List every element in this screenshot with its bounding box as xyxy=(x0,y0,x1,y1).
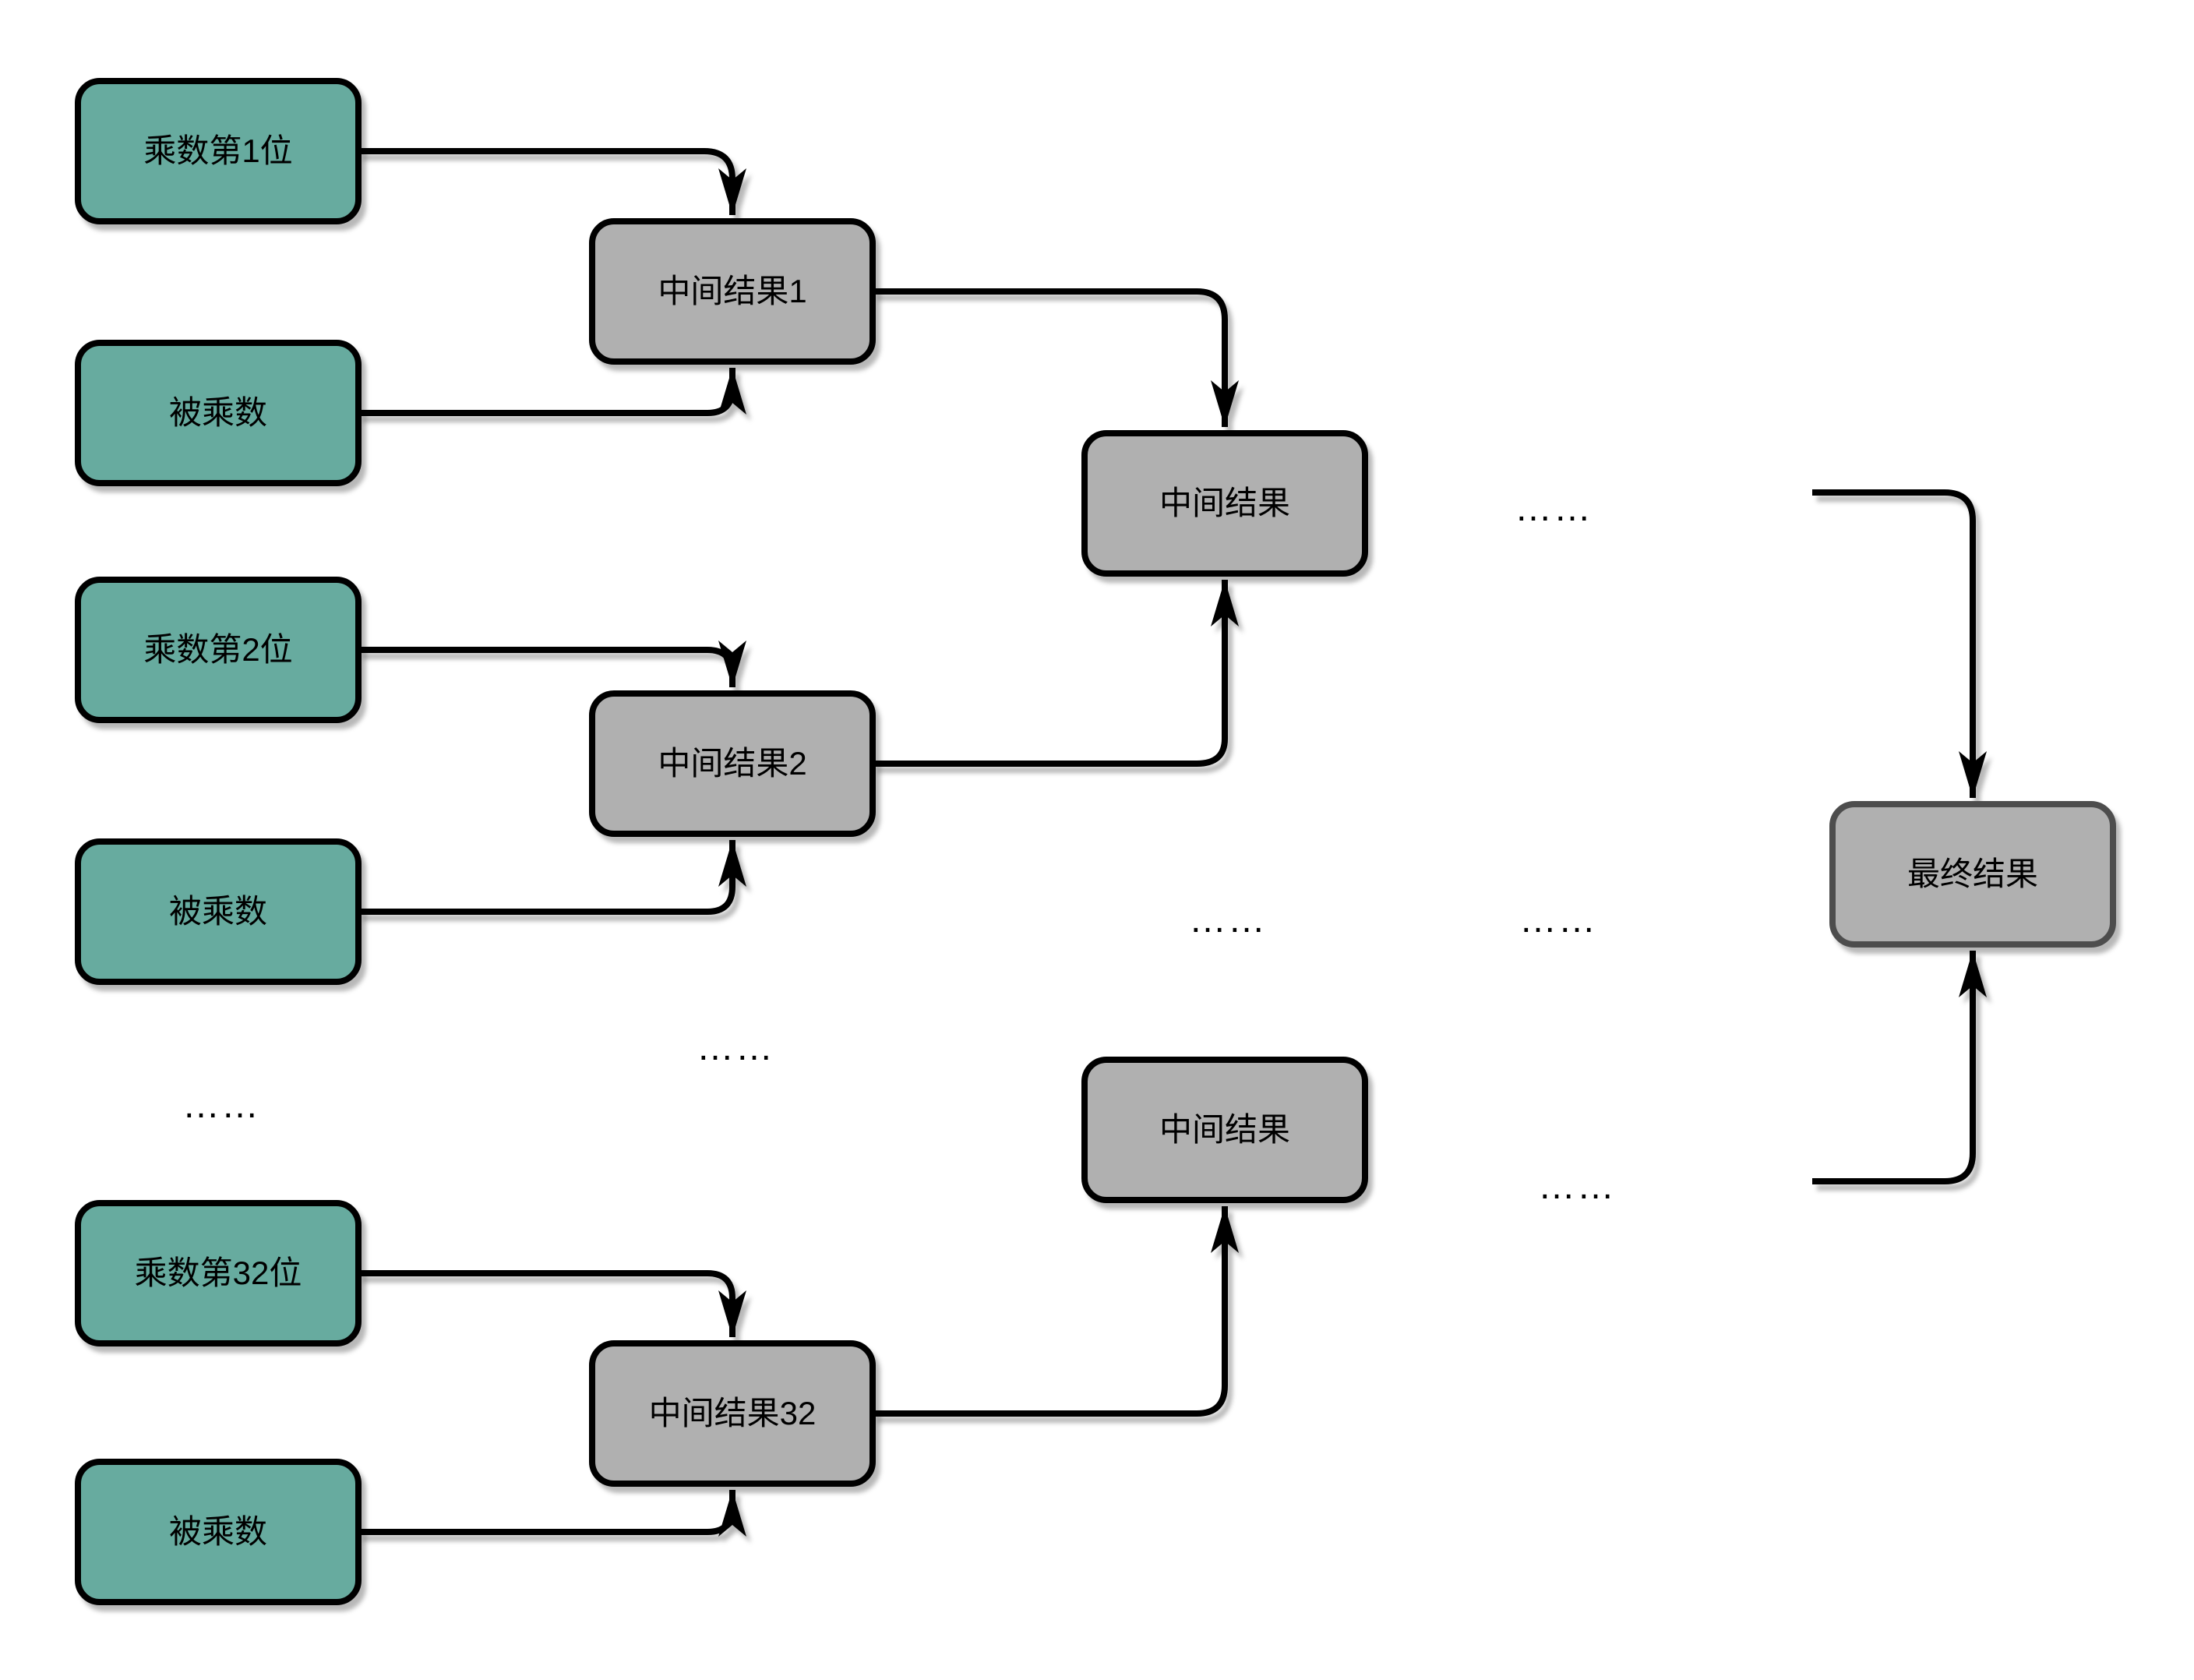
node-intermediate32: 中间结果32 xyxy=(589,1340,876,1487)
node-intermediate2: 中间结果2 xyxy=(589,690,876,837)
edge-omitted-to-final-top xyxy=(1812,489,1987,798)
node-multiplicand-1-label: 被乘数 xyxy=(169,394,267,431)
node-multiplicand-2-label: 被乘数 xyxy=(169,893,267,930)
ellipsis-bottom-right: …… xyxy=(1538,1166,1616,1207)
edge-multiplier-bit1-to-intermediate1 xyxy=(358,148,746,215)
edge-intermediate1-to-intermediate-upper xyxy=(873,288,1239,427)
node-intermediate-upper-label: 中间结果 xyxy=(1159,485,1290,521)
node-multiplicand-32-label: 被乘数 xyxy=(169,1513,267,1550)
node-multiplier-bit1-label: 乘数第1位 xyxy=(143,132,292,169)
node-final-result-label: 最终结果 xyxy=(1907,856,2038,892)
node-multiplier-bit32-label: 乘数第32位 xyxy=(135,1255,302,1291)
ellipsis-middle-center: …… xyxy=(1189,899,1267,941)
edge-intermediate2-to-intermediate-upper xyxy=(873,580,1239,767)
node-multiplier-bit2-label: 乘数第2位 xyxy=(143,631,292,668)
edge-intermediate32-to-intermediate-lower xyxy=(873,1206,1239,1417)
node-intermediate2-label: 中间结果2 xyxy=(658,745,806,782)
node-multiplicand-1: 被乘数 xyxy=(75,340,362,486)
edge-multiplier-bit2-to-intermediate2 xyxy=(358,641,746,687)
edge-multiplicand1-to-intermediate1 xyxy=(358,368,746,416)
node-multiplier-bit32: 乘数第32位 xyxy=(75,1200,362,1346)
edge-multiplier-bit32-to-intermediate32 xyxy=(358,1270,746,1337)
ellipsis-right-of-intermediate-upper: …… xyxy=(1515,488,1593,529)
node-intermediate1: 中间结果1 xyxy=(589,218,876,365)
node-multiplicand-2: 被乘数 xyxy=(75,838,362,985)
node-multiplier-bit1: 乘数第1位 xyxy=(75,78,362,224)
node-intermediate-lower: 中间结果 xyxy=(1081,1057,1368,1203)
edge-multiplicand32-to-intermediate32 xyxy=(358,1490,746,1537)
node-intermediate-lower-label: 中间结果 xyxy=(1159,1111,1290,1148)
node-intermediate-upper: 中间结果 xyxy=(1081,430,1368,577)
node-multiplier-bit2: 乘数第2位 xyxy=(75,577,362,723)
edge-multiplicand2-to-intermediate2 xyxy=(358,840,746,915)
node-multiplicand-32: 被乘数 xyxy=(75,1459,362,1605)
ellipsis-left-omitted-inputs: …… xyxy=(182,1085,260,1126)
node-final-result: 最终结果 xyxy=(1829,801,2116,948)
edges-group xyxy=(358,148,1987,1537)
ellipsis-middle-right: …… xyxy=(1519,899,1597,941)
ellipsis-center-omitted-results: …… xyxy=(697,1027,774,1068)
node-intermediate1-label: 中间结果1 xyxy=(658,273,806,309)
node-intermediate32-label: 中间结果32 xyxy=(649,1395,817,1431)
edge-omitted-to-final-bottom xyxy=(1812,951,1987,1184)
